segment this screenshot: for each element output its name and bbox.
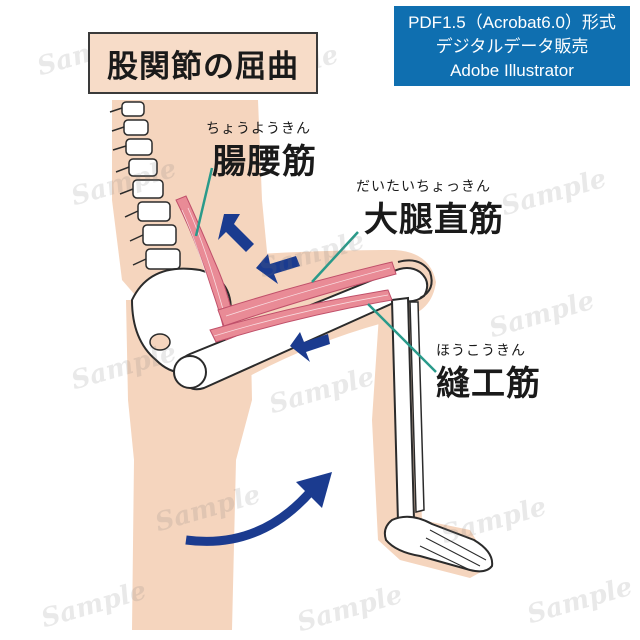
femoral-head: [173, 355, 207, 389]
arrow-left-2: [256, 254, 300, 284]
vertebra: [123, 119, 149, 136]
fibula-bone: [409, 301, 425, 513]
iliopsoas-reading: ちょうようきん: [206, 121, 311, 137]
format-info-box: PDF1.5（Acrobat6.0）形式 デジタルデータ販売 Adobe Ill…: [394, 6, 630, 86]
vertebra: [125, 138, 153, 156]
vertebra: [128, 158, 158, 177]
format-info-line: PDF1.5（Acrobat6.0）形式: [408, 13, 616, 32]
flexion-arc-arrow: [185, 487, 316, 546]
contraction-arrows: [185, 214, 332, 546]
vertebra: [145, 248, 181, 270]
page-title: 股関節の屈曲: [88, 32, 318, 94]
arrow-left-3: [290, 332, 330, 362]
obturator-foramen: [149, 333, 171, 351]
sartorius-label: 縫工筋: [436, 364, 541, 404]
rectus-femoris-label: 大腿直筋: [364, 200, 504, 240]
iliopsoas-leader: [194, 167, 214, 237]
sartorius-leader: [367, 303, 437, 373]
vertebra: [142, 224, 177, 246]
arrow-up-left-1: [218, 214, 254, 252]
sartorius-reading: ほうこうきん: [436, 343, 526, 359]
iliopsoas-muscle: [175, 195, 237, 341]
rectus-femoris-reading: だいたいちょっきん: [356, 179, 491, 195]
vertebra: [132, 179, 164, 199]
sartorius-muscle: [209, 289, 393, 343]
vertebra: [137, 201, 171, 222]
format-info-line: デジタルデータ販売: [435, 37, 589, 56]
knee-joint: [397, 259, 433, 299]
iliopsoas-label: 腸腰筋: [212, 142, 317, 182]
leader-lines: [194, 167, 437, 373]
rectus-femoris-leader: [311, 231, 359, 283]
format-info-line: Adobe Illustrator: [450, 61, 574, 80]
spinous-processes: [109, 107, 147, 266]
toe-bones: [419, 529, 487, 571]
rectus-femoris-muscle: [217, 261, 397, 327]
flexion-arc-arrowhead: [296, 472, 332, 508]
spine: [109, 101, 181, 270]
vertebra: [121, 101, 145, 117]
